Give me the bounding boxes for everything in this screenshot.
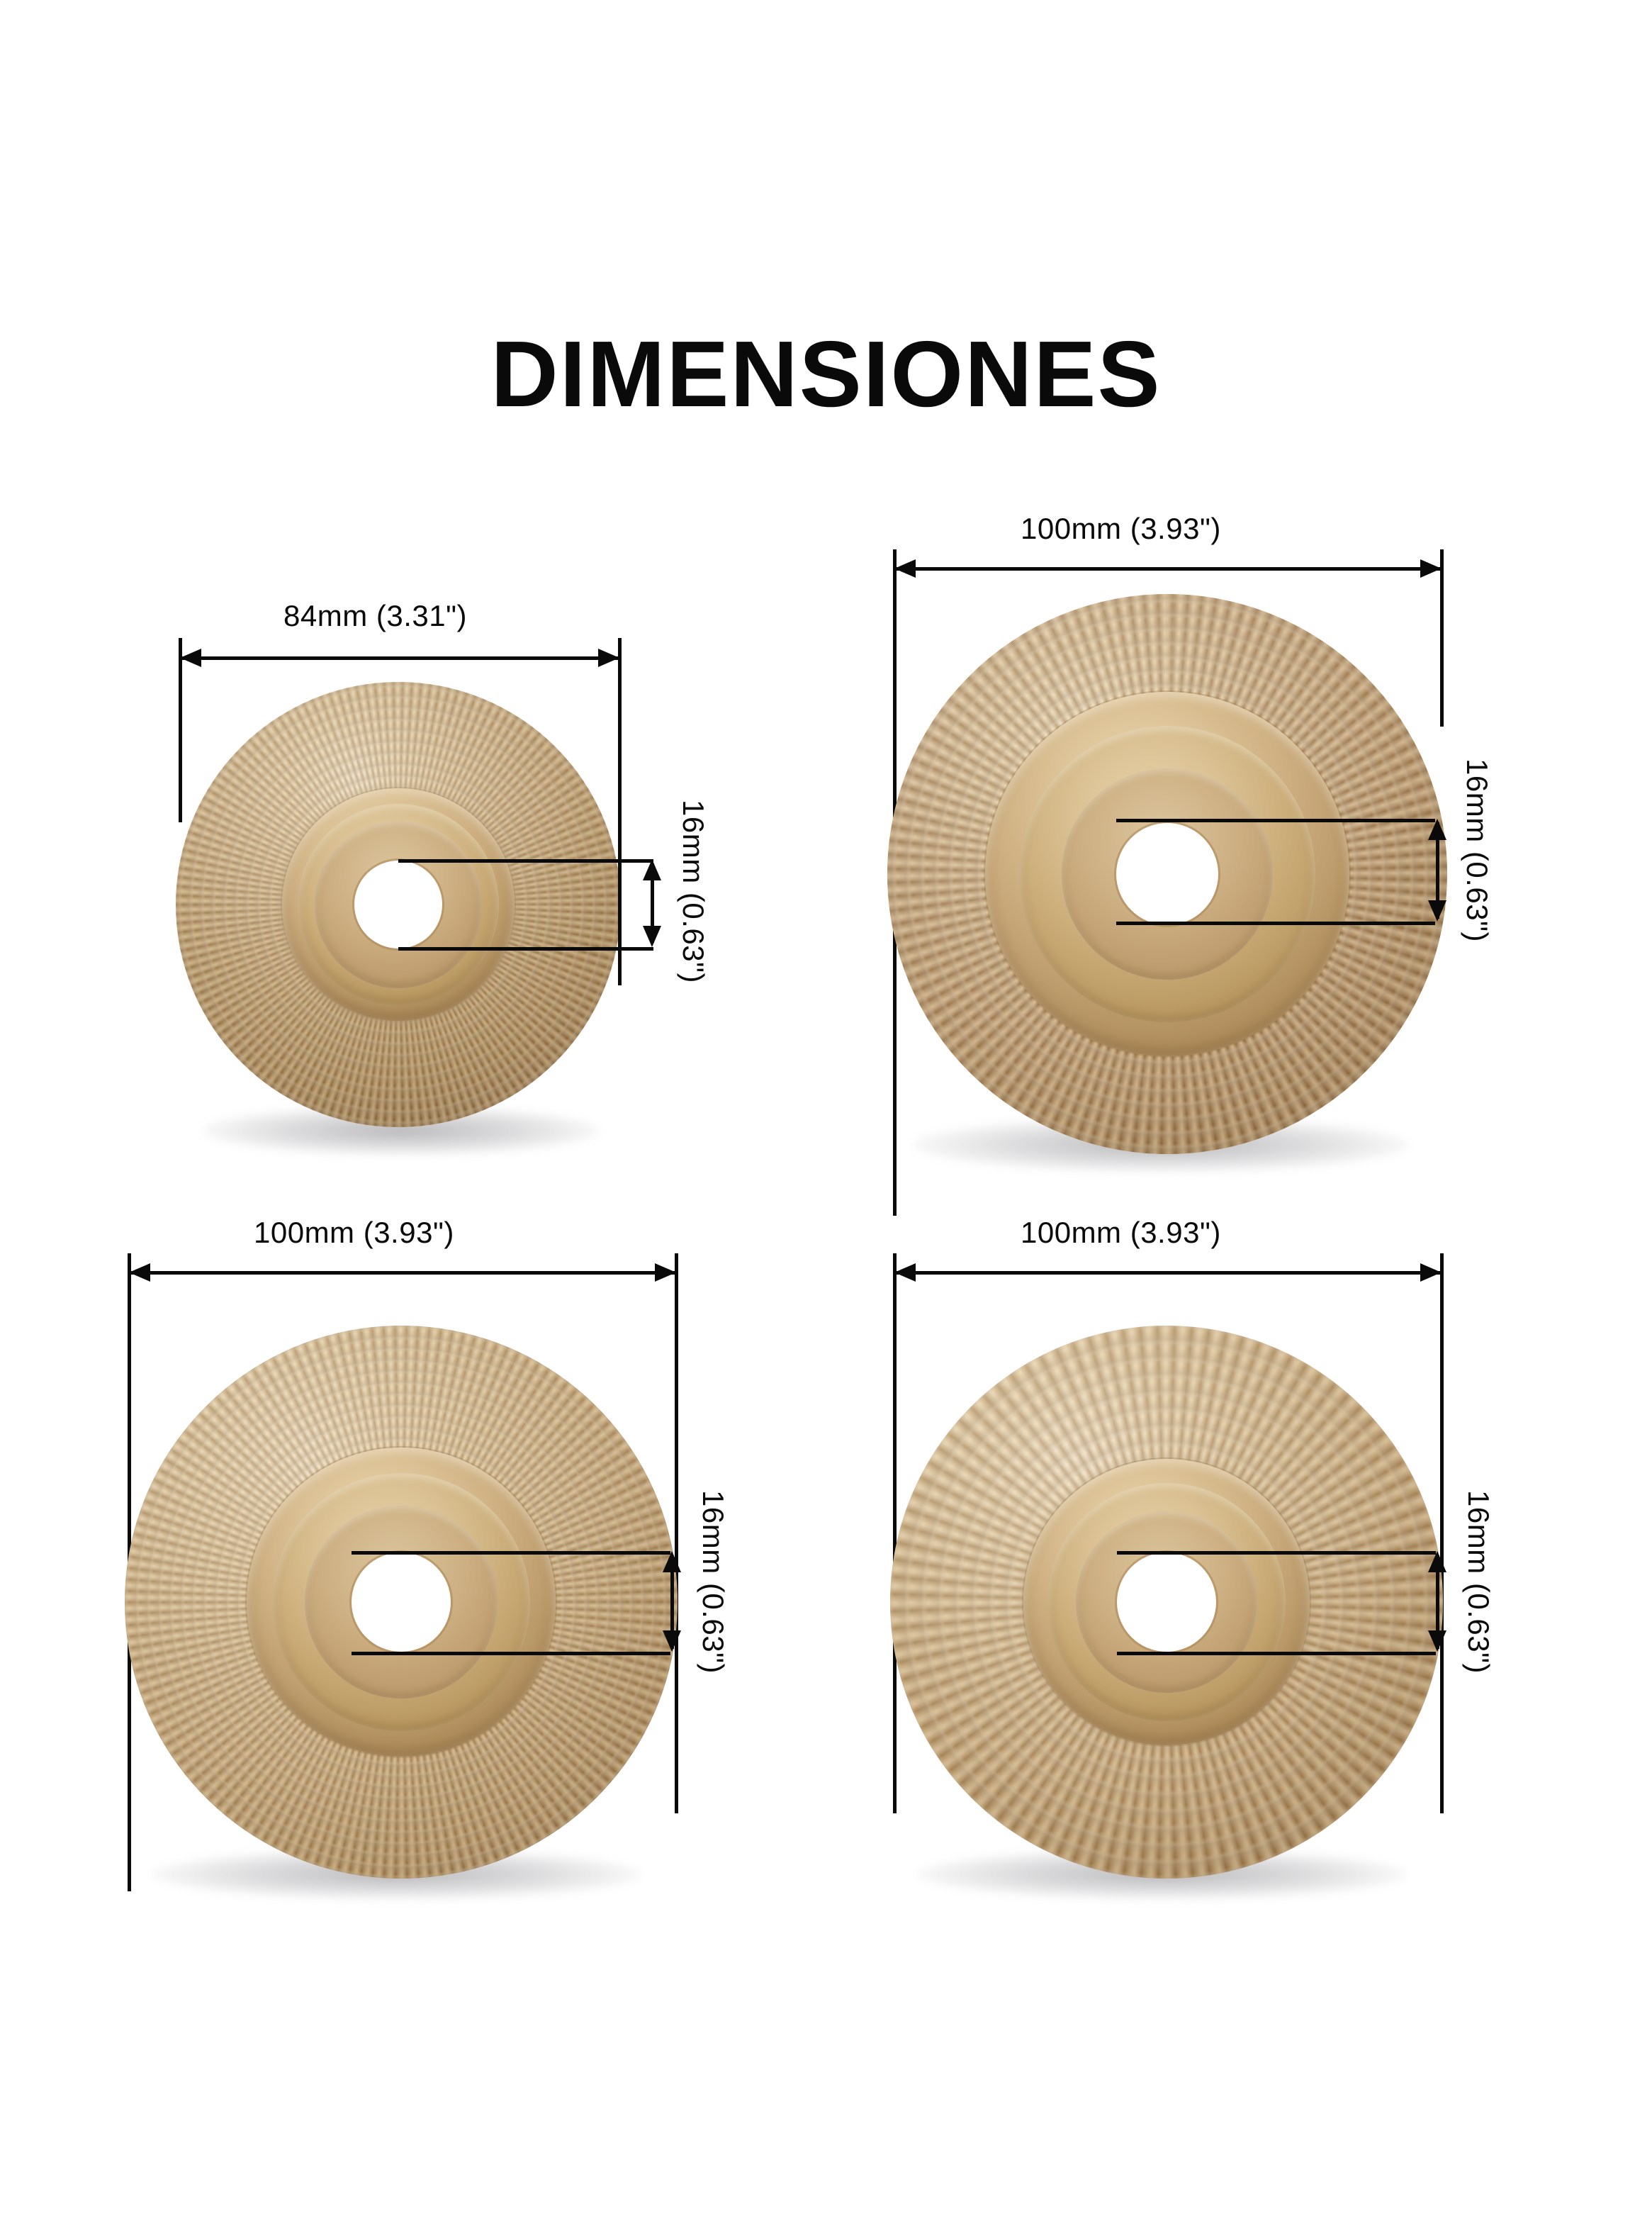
- arrow-right-wheel-3: [655, 1263, 676, 1282]
- extension-line-right-wheel-1: [618, 638, 622, 822]
- center-bore-2: [1116, 823, 1218, 925]
- figure-wheel-bowl-100: 100mm (3.93") 16mm (0.63"): [822, 0, 1652, 1216]
- extension-line-left-wheel-4: [893, 1253, 897, 1813]
- arrow-right-wheel-4: [1420, 1263, 1442, 1282]
- bore-arrow-up-wheel-3: [663, 1551, 681, 1572]
- wheel-bowl-100: [887, 594, 1447, 1154]
- bore-label-wheel-1: 16mm (0.63"): [677, 800, 710, 983]
- arrow-left-wheel-3: [129, 1263, 150, 1282]
- figure-wheel-domed-84: 84mm (3.31") 16mm (0.63"): [0, 0, 822, 1177]
- page-title: DIMENSIONES: [490, 322, 1162, 426]
- bore-dimension-line-wheel-3: [670, 1555, 674, 1649]
- bore-dimension-line-wheel-1: [651, 863, 654, 943]
- bore-label-wheel-2: 16mm (0.63"): [1461, 759, 1494, 942]
- center-bore-3: [352, 1552, 451, 1652]
- width-dimension-line-wheel-1: [180, 656, 619, 660]
- arrow-left-wheel-4: [894, 1263, 916, 1282]
- figure-wheel-flat-fine-100: 100mm (3.93") 16mm (0.63"): [0, 1177, 822, 1900]
- center-bore-1: [354, 861, 442, 948]
- wheel-flat-fine-100: [125, 1326, 678, 1879]
- extension-line-right-wheel-3: [675, 1253, 678, 1813]
- width-dimension-line-wheel-4: [894, 1271, 1442, 1275]
- wheel-flat-coarse-100: [890, 1326, 1443, 1879]
- bore-arrow-up-wheel-2: [1428, 819, 1446, 840]
- width-dimension-line-wheel-3: [129, 1271, 676, 1275]
- arrow-right-wheel-2: [1420, 559, 1442, 578]
- bore-leader-bottom-wheel-3: [352, 1652, 670, 1655]
- bore-arrow-down-wheel-4: [1428, 1630, 1446, 1652]
- arrow-left-wheel-2: [894, 559, 916, 578]
- extension-line-right-wheel-4: [1440, 1253, 1444, 1813]
- width-dimension-line-wheel-2: [894, 567, 1442, 571]
- extension-line-left-wheel-1: [179, 638, 182, 822]
- arrow-right-wheel-1: [598, 649, 619, 667]
- width-label-wheel-1: 84mm (3.31"): [283, 599, 467, 632]
- width-label-wheel-2: 100mm (3.93"): [1021, 512, 1221, 545]
- bore-leader-top-wheel-4: [1117, 1551, 1436, 1555]
- width-label-wheel-3: 100mm (3.93"): [254, 1216, 454, 1249]
- bore-leader-bottom-wheel-4: [1117, 1652, 1436, 1655]
- bore-leader-top-wheel-1: [398, 859, 653, 863]
- bore-label-wheel-3: 16mm (0.63"): [697, 1490, 730, 1674]
- wheel-domed-84: [176, 682, 621, 1127]
- bore-leader-top-wheel-2: [1116, 819, 1435, 822]
- bore-arrow-up-wheel-1: [643, 859, 661, 880]
- figure-wheel-flat-coarse-100: 100mm (3.93") 16mm (0.63"): [822, 1177, 1652, 1900]
- bore-leader-top-wheel-3: [352, 1551, 670, 1555]
- bore-label-wheel-4: 16mm (0.63"): [1462, 1490, 1495, 1674]
- bore-extension-line-wheel-1: [618, 822, 622, 985]
- width-label-wheel-4: 100mm (3.93"): [1021, 1216, 1221, 1249]
- bore-arrow-down-wheel-3: [663, 1630, 681, 1652]
- bore-arrow-down-wheel-2: [1428, 900, 1446, 922]
- bore-leader-bottom-wheel-2: [1116, 922, 1435, 925]
- bore-arrow-up-wheel-4: [1428, 1551, 1446, 1572]
- bore-arrow-down-wheel-1: [643, 926, 661, 947]
- bore-dimension-line-wheel-2: [1436, 822, 1439, 919]
- bore-leader-bottom-wheel-1: [398, 947, 653, 951]
- center-bore-4: [1117, 1552, 1216, 1652]
- bore-dimension-line-wheel-4: [1436, 1555, 1439, 1649]
- arrow-left-wheel-1: [180, 649, 201, 667]
- extension-line-right-wheel-2: [1440, 549, 1444, 727]
